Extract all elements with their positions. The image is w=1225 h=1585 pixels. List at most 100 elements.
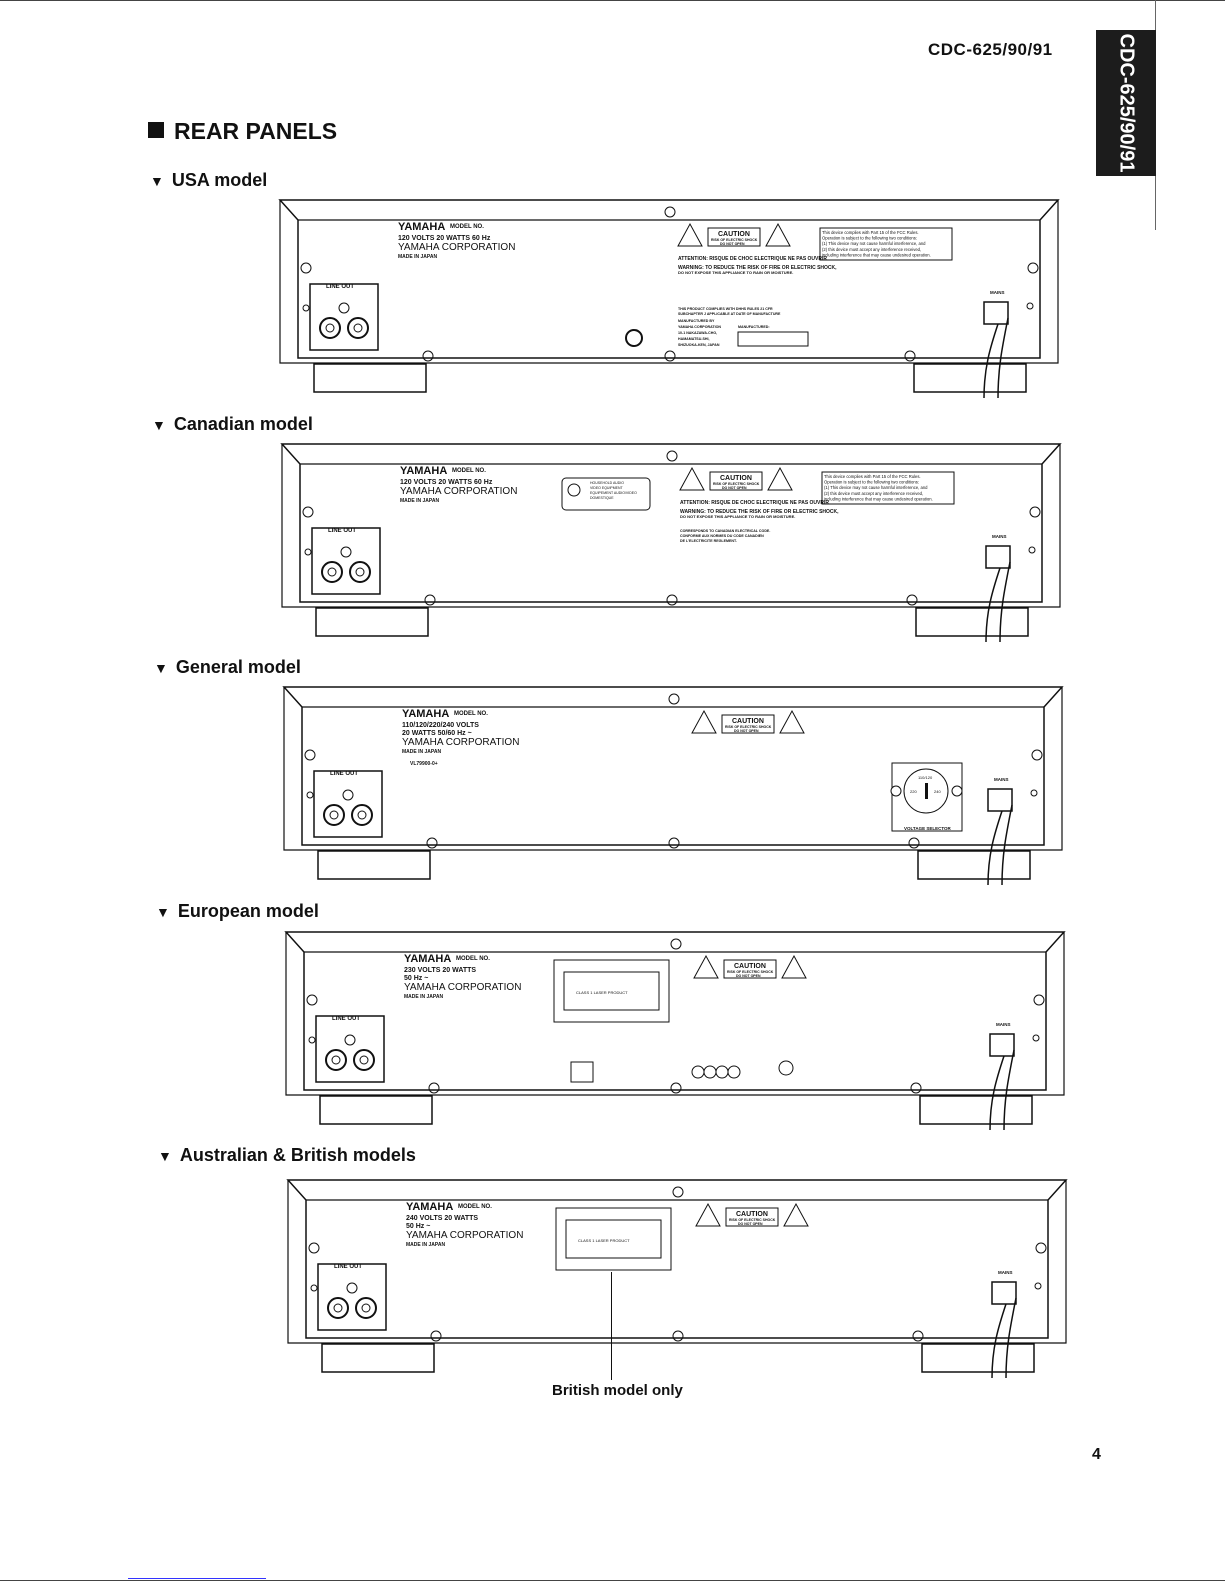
safety-mark-icon — [778, 1060, 794, 1076]
manufactured-date-box — [737, 331, 809, 347]
line-out-label: LINE OUT — [330, 771, 358, 777]
dhhs-line: THIS PRODUCT COMPLIES WITH DHHS RULES 21… — [678, 307, 773, 311]
left-foot — [313, 363, 427, 393]
screw-icon — [342, 789, 354, 801]
rating-line-1: 240 VOLTS 20 WATTS — [406, 1215, 478, 1222]
exclamation-warning-icon — [765, 222, 791, 247]
csa-logo-icon — [567, 483, 581, 497]
voltage-selector-label: VOLTAGE SELECTOR — [904, 826, 952, 831]
model-heading: ▼Canadian model — [152, 414, 313, 435]
rating-line-2: 50 Hz ~ — [404, 975, 428, 982]
chassis-outline — [284, 931, 1066, 1091]
line-out-label: LINE OUT — [326, 284, 354, 290]
selector-value: 240 — [934, 789, 941, 794]
rca-jack-icon — [327, 1297, 349, 1319]
warning-text-1: WARNING: TO REDUCE THE RISK OF FIRE OR E… — [678, 265, 837, 271]
chassis-edge — [285, 932, 1065, 1096]
line-out-jacks: LINE OUT — [317, 1263, 387, 1331]
screw-icon — [664, 350, 676, 362]
approval-mark-icon — [715, 1065, 729, 1079]
mains-cord: MAINS — [306, 777, 1038, 885]
fcc-line: including interference that may cause un… — [824, 496, 933, 501]
rating-line-1: 120 VOLTS 20 WATTS 60 Hz — [398, 235, 491, 242]
triangle-bullet-icon: ▼ — [152, 417, 166, 433]
mains-label: MAINS — [996, 1022, 1011, 1027]
fcc-line: including interference that may cause un… — [822, 252, 931, 257]
model-heading-text: Australian & British models — [179, 1145, 416, 1165]
model-no-label: MODEL NO. — [450, 224, 484, 230]
rating-line-2: 20 WATTS 50/60 Hz ~ — [402, 730, 472, 737]
rca-jack-icon — [353, 1049, 375, 1071]
screw-icon — [424, 594, 436, 606]
lightning-warning-icon — [691, 709, 717, 734]
fcc-notice: This device complies with Part 15 of the… — [821, 471, 955, 505]
corporation-name: YAMAHA CORPORATION — [402, 737, 519, 748]
mains-label: MAINS — [998, 1270, 1013, 1275]
manufacturer-line: MANUFACTURED BY — [678, 319, 715, 323]
bottom-link-line — [128, 1578, 266, 1579]
rca-jack-icon — [319, 317, 341, 339]
right-foot — [915, 607, 1029, 637]
chassis-outline — [280, 443, 1062, 603]
model-heading-text: European model — [177, 901, 319, 921]
screw-icon — [672, 1186, 684, 1198]
rca-jack-icon — [351, 804, 373, 826]
made-in-label: MADE IN JAPAN — [398, 254, 437, 260]
screw-icon — [664, 206, 676, 218]
caution-sub-2: DO NOT OPEN — [720, 242, 745, 246]
canada-line: CONFORME AUX NORMES DU CODE CANADIEN — [680, 534, 764, 538]
document-model-header: CDC-625/90/91 — [928, 40, 1053, 59]
yamaha-logo: YAMAHA — [400, 465, 447, 477]
yamaha-logo: YAMAHA — [404, 953, 451, 965]
caution-sub-2: DO NOT OPEN — [734, 729, 759, 733]
chassis-edge — [281, 444, 1061, 608]
warning-text-2: DO NOT EXPOSE THIS APPLIANCE TO RAIN OR … — [678, 270, 793, 275]
screw-icon — [340, 546, 352, 558]
caution-sub-1: RISK OF ELECTRIC SHOCK — [729, 1218, 776, 1222]
screw-icon — [666, 594, 678, 606]
exclamation-warning-icon — [783, 1202, 809, 1227]
side-tab-label: CDC-625/90/91 — [1115, 33, 1138, 173]
model-no-label: MODEL NO. — [452, 468, 486, 474]
selector-value: 220 — [910, 789, 917, 794]
screw-icon — [670, 938, 682, 950]
rating-line-2: 50 Hz ~ — [406, 1223, 430, 1230]
yamaha-logo: YAMAHA — [402, 708, 449, 720]
section-title-text: REAR PANELS — [174, 118, 338, 144]
manufacturer-line: SHIZUOKA-KEN, JAPAN — [678, 343, 720, 347]
screw-icon — [308, 1242, 320, 1254]
corporation-name: YAMAHA CORPORATION — [404, 982, 521, 993]
fcc-line: (2) this device must accept any interfer… — [822, 247, 921, 252]
caution-sub-2: DO NOT OPEN — [722, 486, 747, 490]
fcc-line: This device complies with Part 15 of the… — [824, 474, 921, 479]
section-title: REAR PANELS — [148, 118, 337, 145]
british-pointer-line — [611, 1272, 612, 1380]
fcc-line: (2) this device must accept any interfer… — [824, 491, 923, 496]
fcc-line: Operation is subject to the following tw… — [822, 236, 917, 241]
yamaha-logo: YAMAHA — [406, 1201, 453, 1213]
top-rule — [0, 0, 1225, 1]
model-heading-text: USA model — [171, 170, 268, 190]
line-out-jacks: LINE OUT — [313, 770, 383, 838]
model-heading: ▼European model — [156, 901, 319, 922]
chassis-edge — [287, 1180, 1067, 1344]
screw-icon — [1027, 262, 1039, 274]
csa-line: DOMESTIQUE — [590, 496, 614, 500]
left-foot — [321, 1343, 435, 1373]
screw-icon — [670, 1082, 682, 1094]
model-heading: ▼USA model — [150, 170, 267, 191]
mains-label: MAINS — [994, 777, 1009, 782]
dhhs-line: SUBCHAPTER J APPLICABLE AT DATE OF MANUF… — [678, 312, 781, 316]
fcc-line: (1) This device may not cause harmful in… — [822, 241, 926, 246]
csa-line: HOUSEHOLD AUDIO — [590, 481, 624, 485]
